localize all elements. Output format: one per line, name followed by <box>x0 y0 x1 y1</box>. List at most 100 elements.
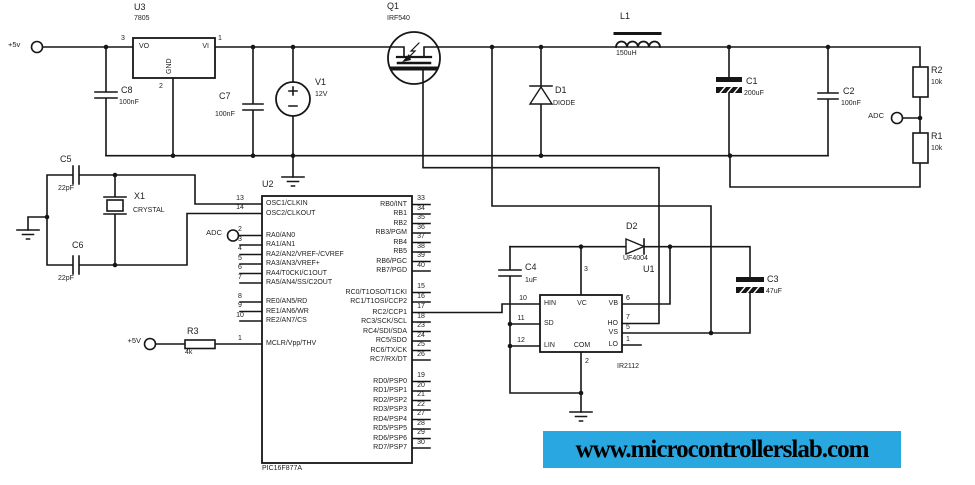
c3-hatch <box>739 286 760 294</box>
c6-value: 22pF <box>58 275 74 282</box>
junction-dot <box>489 44 495 50</box>
pic-pin-label-right: RD7/PSP7 <box>373 444 407 451</box>
pic-pin-label-right: RC5/SDO <box>375 337 407 344</box>
pic-pin-label-left: RE1/AN6/WR <box>266 307 309 315</box>
pic-pin-label-right: RC1/T1OSI/CCP2 <box>350 298 407 305</box>
plus5v-mclr-terminal <box>143 337 157 351</box>
junction-dot <box>708 330 714 336</box>
pic-pin-number-right: 26 <box>417 350 425 358</box>
r3-value: 4k <box>185 349 193 356</box>
r1-body <box>912 132 929 164</box>
pic-pin-label-right: RB7/PGD <box>376 267 407 274</box>
u1-pin-number-right: 6 <box>626 294 630 302</box>
junction-dot <box>578 390 584 396</box>
adc-left-label: ADC <box>206 228 222 237</box>
u1-pin-number-com: 2 <box>585 358 589 365</box>
c1-ref: C1 <box>746 76 758 86</box>
wire-c2 <box>817 46 839 157</box>
c8-ref: C8 <box>121 85 133 95</box>
wire-c8 <box>94 46 118 157</box>
junction-dot <box>290 44 296 50</box>
c8-value: 100nF <box>119 99 139 106</box>
pic-pin-stubs <box>239 203 431 449</box>
pic-pin-label-left: RA5/AN4/SS/C2OUT <box>266 279 333 286</box>
c7-value: 100nF <box>215 111 235 118</box>
u1-value: IR2112 <box>617 363 640 370</box>
c3-ref: C3 <box>767 274 779 284</box>
pic-pin-label-right: RC4/SDI/SDA <box>363 327 407 335</box>
junction-dot <box>170 153 176 158</box>
adc-right-label: ADC <box>868 111 884 120</box>
pic-pin-number-right: 25 <box>417 341 425 348</box>
pic-pin-label-left: RA0/AN0 <box>266 231 296 239</box>
l1-ref: L1 <box>620 11 631 21</box>
v1-plus-minus <box>288 86 298 107</box>
u1-pin-label-vc: VC <box>577 300 587 307</box>
u3-value: 7805 <box>134 15 150 22</box>
q1-ref: Q1 <box>387 1 400 11</box>
pic-pin-label-right: RC2/CCP1 <box>372 308 407 316</box>
pic-pin-label-left: RA3/AN3/VREF+ <box>266 260 320 267</box>
c1-plate-pos <box>716 77 742 82</box>
pic-pin-number-right: 34 <box>417 204 425 212</box>
pic-pin-label-left: MCLR/Vpp/THV <box>266 340 317 347</box>
pic-pin-label-right: RD0/PSP0 <box>373 377 407 385</box>
u3-regulator-body <box>132 37 216 79</box>
q1-drain-source <box>389 46 439 58</box>
pic-pin-number-right: 39 <box>417 252 425 259</box>
u1-pin-number-vc: 3 <box>584 266 588 273</box>
c4-ref: C4 <box>525 262 537 272</box>
junction-dot <box>290 153 296 158</box>
d2-value: UF4004 <box>623 255 648 262</box>
ground-symbol-v1 <box>281 176 305 187</box>
pic-pin-label-left: OSC2/CLKOUT <box>266 209 316 217</box>
pic-pin-number-right: 17 <box>417 303 425 310</box>
pic-pin-number-left: 2 <box>238 226 242 233</box>
watermark-banner: www.microcontrollerslab.com <box>543 431 901 468</box>
u1-pin-label-right: VS <box>608 329 618 336</box>
wire-c4-net <box>498 245 582 394</box>
pic-pin-number-left: 3 <box>238 235 242 243</box>
pic-pin-number-left: 1 <box>238 334 242 342</box>
pic-pin-number-right: 15 <box>417 283 425 290</box>
pic-pin-label-right: RD6/PSP6 <box>373 434 407 442</box>
u1-pin-label-left: SD <box>544 319 554 327</box>
junction-dots <box>44 44 923 396</box>
pic-pin-label-right: RB1 <box>393 210 407 217</box>
adc-left-terminal <box>226 229 240 242</box>
pic-pin-number-left: 9 <box>238 302 242 309</box>
pic-pin-number-right: 30 <box>417 438 425 446</box>
r2-ref: R2 <box>931 65 943 75</box>
c4-value: 1uF <box>525 277 538 284</box>
junction-dot <box>578 244 584 249</box>
u1-pin-number-left: 12 <box>517 336 525 344</box>
junction-dot <box>538 44 544 50</box>
junction-dot <box>667 244 673 249</box>
pic-pin-number-right: 18 <box>417 312 425 320</box>
r3-body <box>184 339 216 350</box>
wire-crystal-net <box>27 165 263 275</box>
pic-pin-label-right: RB3/PGM <box>375 229 407 236</box>
pic-pin-number-right: 35 <box>417 214 425 221</box>
pic-pin-number-right: 24 <box>417 331 425 339</box>
pic-pin-label-right: RC3/SCK/SCL <box>361 318 407 325</box>
wire-gate-ho <box>422 67 660 325</box>
pic-pin-number-right: 33 <box>417 195 425 202</box>
pic-pin-number-right: 28 <box>417 419 425 427</box>
q1-arrow <box>406 42 420 60</box>
v1-value: 12V <box>315 91 328 98</box>
c5-ref: C5 <box>60 154 72 164</box>
pic-pin-label-left: RA4/T0CKI/C1OUT <box>266 269 328 277</box>
pic-pin-number-left: 7 <box>238 273 242 281</box>
pic-pin-label-left: RE0/AN5/RD <box>266 298 308 305</box>
pic-pin-number-right: 21 <box>417 391 425 398</box>
pic-pin-number-left: 6 <box>238 264 242 271</box>
pic-pin-label-right: RC7/RX/DT <box>370 356 407 363</box>
pic-pin-number-right: 27 <box>417 410 425 417</box>
u1-pin-label-right: LO <box>608 341 618 348</box>
junction-dot <box>538 153 544 158</box>
pic-pin-number-left: 13 <box>236 194 244 202</box>
pic-pin-label-right: RD3/PSP3 <box>373 406 407 413</box>
wire-output-divider <box>729 96 921 188</box>
junction-dot <box>825 44 831 50</box>
